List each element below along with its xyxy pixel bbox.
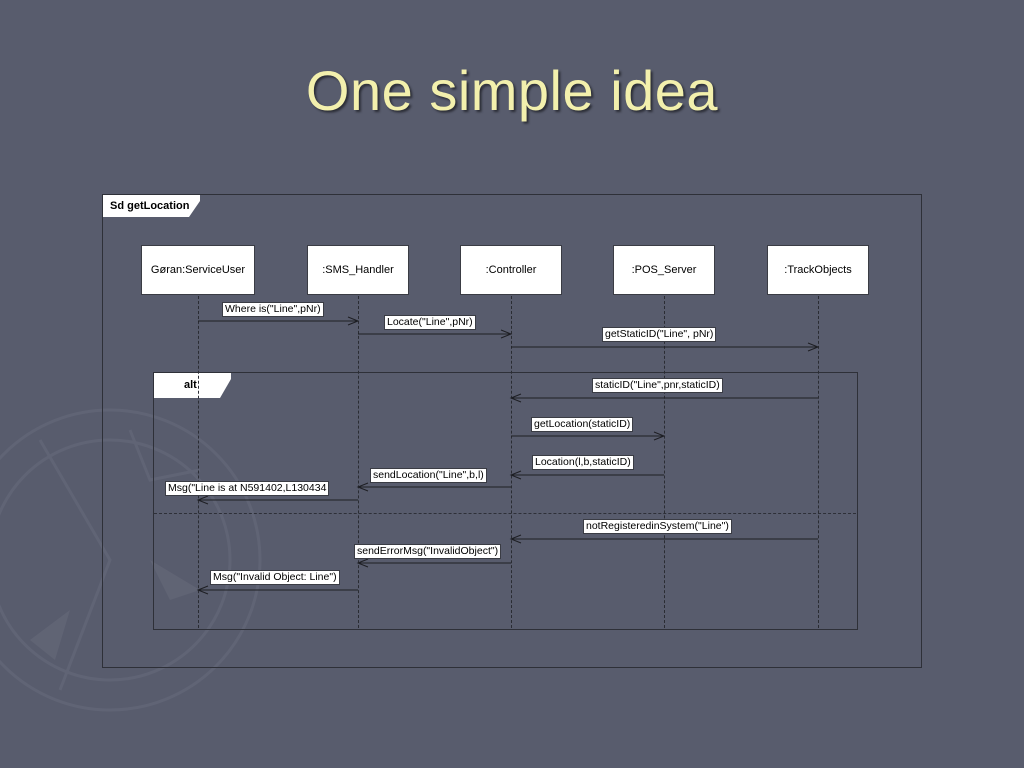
message-label: Locate("Line",pNr) xyxy=(384,315,476,330)
alt-tab xyxy=(154,373,231,398)
lifeline-trackobjects: :TrackObjects xyxy=(767,245,869,295)
message-label: getStaticID("Line", pNr) xyxy=(602,327,717,342)
arrowhead-msg-invalid xyxy=(196,585,209,595)
lifeline-line-trackobjects xyxy=(818,296,819,628)
arrowhead-where-is xyxy=(347,316,360,326)
alt-label: alt xyxy=(184,379,197,391)
arrowhead-senderrormsg xyxy=(356,558,369,568)
frame-tab xyxy=(103,195,200,217)
lifeline-line-serviceuser xyxy=(198,296,199,628)
lifeline-serviceuser: Gøran:ServiceUser xyxy=(141,245,255,295)
message-label: Msg("Line is at N591402,L130434 xyxy=(165,481,330,496)
lifeline-controller: :Controller xyxy=(460,245,562,295)
arrowhead-msg-line xyxy=(196,495,209,505)
message-label: sendErrorMsg("InvalidObject") xyxy=(354,544,502,559)
frame-label: Sd getLocation xyxy=(110,200,190,212)
message-label: sendLocation("Line",b,l) xyxy=(370,468,487,483)
slide-title: One simple idea xyxy=(305,59,719,122)
arrowhead-notregistered xyxy=(509,534,522,544)
alt-divider xyxy=(154,513,856,514)
lifeline-line-sms-handler xyxy=(358,296,359,628)
arrowhead-sendlocation xyxy=(356,482,369,492)
lifeline-line-controller xyxy=(511,296,512,628)
arrowhead-staticid xyxy=(509,393,522,403)
message-label: Msg("Invalid Object: Line") xyxy=(210,570,340,585)
message-label: staticID("Line",pnr,staticID) xyxy=(592,378,723,393)
arrowhead-getlocation xyxy=(653,431,666,441)
message-label: Where is("Line",pNr) xyxy=(222,302,324,317)
alt-fragment xyxy=(153,372,858,630)
message-label: notRegisteredinSystem("Line") xyxy=(583,519,732,534)
message-label: Location(l,b,staticID) xyxy=(532,455,634,470)
lifeline-pos-server: :POS_Server xyxy=(613,245,715,295)
sequence-diagram-frame xyxy=(102,194,922,668)
arrowhead-getstaticid xyxy=(807,342,820,352)
lifeline-sms-handler: :SMS_Handler xyxy=(307,245,409,295)
arrowhead-location xyxy=(509,470,522,480)
message-label: getLocation(staticID) xyxy=(531,417,634,432)
lifeline-line-pos-server xyxy=(664,296,665,628)
arrowhead-locate xyxy=(500,329,513,339)
